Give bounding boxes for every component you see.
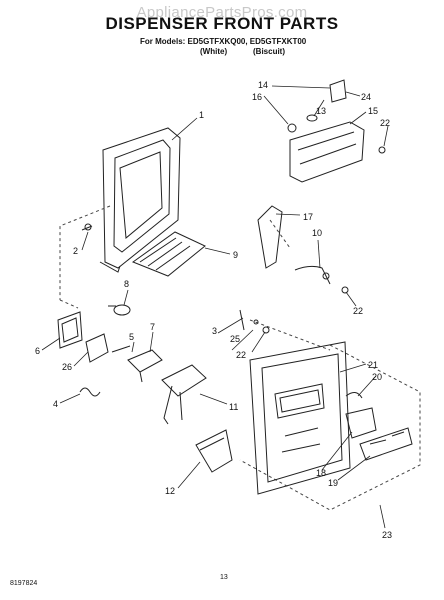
- footer-document-code: 8197824: [10, 580, 38, 587]
- callout-22-top: 22: [380, 118, 390, 128]
- part-screw-22-top: [378, 146, 386, 154]
- part-spring-4: [79, 387, 101, 397]
- callout-4: 4: [53, 399, 58, 409]
- callout-11: 11: [229, 402, 238, 412]
- callout-22-mid: 22: [353, 306, 363, 316]
- part-drip-tray: [131, 231, 206, 277]
- callout-6: 6: [35, 346, 40, 356]
- part-rod-3: [239, 309, 270, 334]
- callout-18: 18: [316, 468, 326, 478]
- part-small-components: [287, 79, 347, 133]
- part-actuator-paddle: [57, 311, 109, 363]
- callout-19: 19: [328, 478, 338, 488]
- callout-13: 13: [316, 106, 326, 116]
- part-lever-assembly: [111, 345, 163, 383]
- callout-9: 9: [233, 250, 238, 260]
- callout-17: 17: [303, 212, 313, 222]
- callout-8: 8: [124, 279, 129, 289]
- variant-white-label: (White): [200, 47, 228, 56]
- callout-22-bottom: 22: [236, 350, 246, 360]
- callout-3: 3: [212, 326, 217, 336]
- callout-24: 24: [361, 92, 371, 102]
- callout-7: 7: [150, 322, 155, 332]
- page-number: 13: [220, 574, 228, 581]
- part-front-panel: [249, 341, 351, 495]
- part-bracket-17: [257, 205, 283, 269]
- callout-15: 15: [368, 106, 378, 116]
- part-ice-chute: [195, 429, 233, 473]
- callouts: 1 2 3 4 5 6 7 8 9 10 11 12 13 14 15 16 1…: [35, 80, 392, 540]
- callout-26: 26: [62, 362, 72, 372]
- callout-2: 2: [73, 246, 78, 256]
- callout-23: 23: [382, 530, 392, 540]
- callout-25: 25: [230, 334, 240, 344]
- part-housing-frame: [99, 127, 181, 273]
- variant-biscuit-label: (Biscuit): [253, 47, 285, 56]
- part-screw-22-mid: [341, 286, 349, 294]
- callout-20: 20: [372, 372, 382, 382]
- callout-14: 14: [258, 80, 268, 90]
- page-title: DISPENSER FRONT PARTS: [105, 14, 339, 33]
- part-control-housing: [289, 121, 365, 183]
- leader-lines: [41, 85, 389, 529]
- part-chute-door: [161, 364, 207, 425]
- part-switch-assembly: [345, 392, 413, 461]
- callout-16: 16: [252, 92, 262, 102]
- watermark: AppliancePartsPros.com: [136, 4, 308, 21]
- part-screw-2: [81, 223, 93, 231]
- part-switch-8: [108, 304, 131, 316]
- part-actuator-arm: [294, 265, 331, 285]
- callout-5: 5: [129, 332, 134, 342]
- callout-10: 10: [312, 228, 322, 238]
- callout-12: 12: [165, 486, 175, 496]
- callout-1: 1: [199, 110, 204, 120]
- models-line: For Models: ED5GTFXKQ00, ED5GTFXKT00: [140, 37, 307, 46]
- callout-21: 21: [368, 360, 378, 370]
- assembly-guide-lines: [59, 205, 421, 511]
